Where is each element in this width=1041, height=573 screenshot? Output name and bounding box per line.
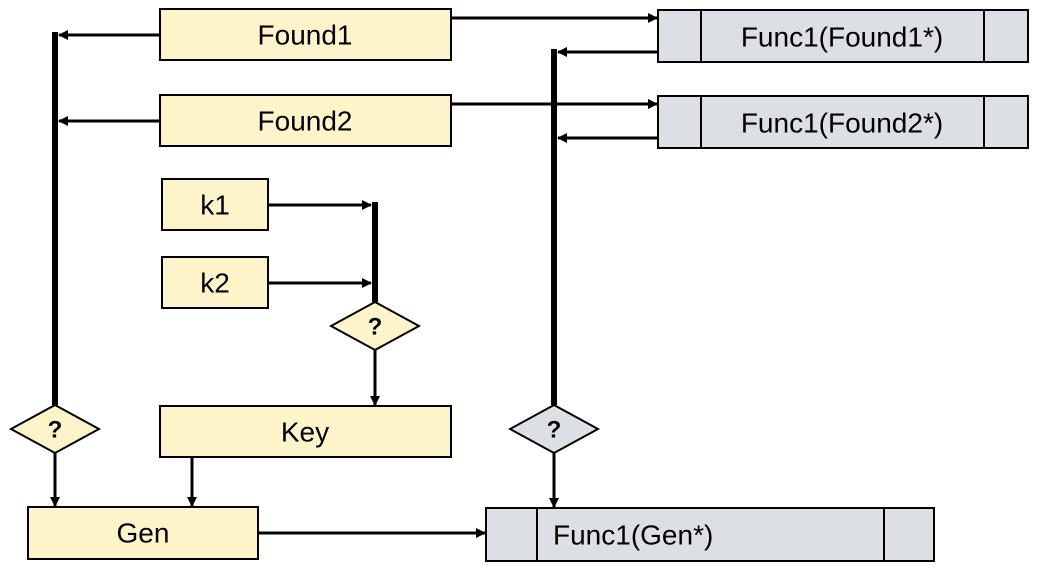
func-gen-label: Func1(Gen*) [553,520,713,551]
k1-box: k1 [161,178,269,231]
key-label: Key [281,417,329,448]
found2-label: Found2 [258,106,353,137]
gen-label: Gen [117,518,170,549]
decision-right: ? [507,403,601,455]
decision-left: ? [8,403,102,455]
gen-box: Gen [27,506,259,560]
k1-label: k1 [200,190,230,221]
found1-box: Found1 [159,8,452,61]
decision-left-label: ? [48,417,63,444]
func-found2-label: Func1(Found2*) [741,108,943,139]
func-found1-label: Func1(Found1*) [741,22,943,53]
func-gen-box: Func1(Gen*) [485,507,935,562]
func-found2-box: Func1(Found2*) [657,95,1029,149]
found2-box: Found2 [159,94,452,147]
decision-middle: ? [328,300,422,352]
found1-label: Found1 [258,20,353,51]
key-box: Key [159,405,452,458]
decision-middle-label: ? [368,314,383,341]
k2-label: k2 [200,268,230,299]
k2-box: k2 [161,256,269,309]
func-found1-box: Func1(Found1*) [657,9,1029,63]
decision-right-label: ? [547,417,562,444]
